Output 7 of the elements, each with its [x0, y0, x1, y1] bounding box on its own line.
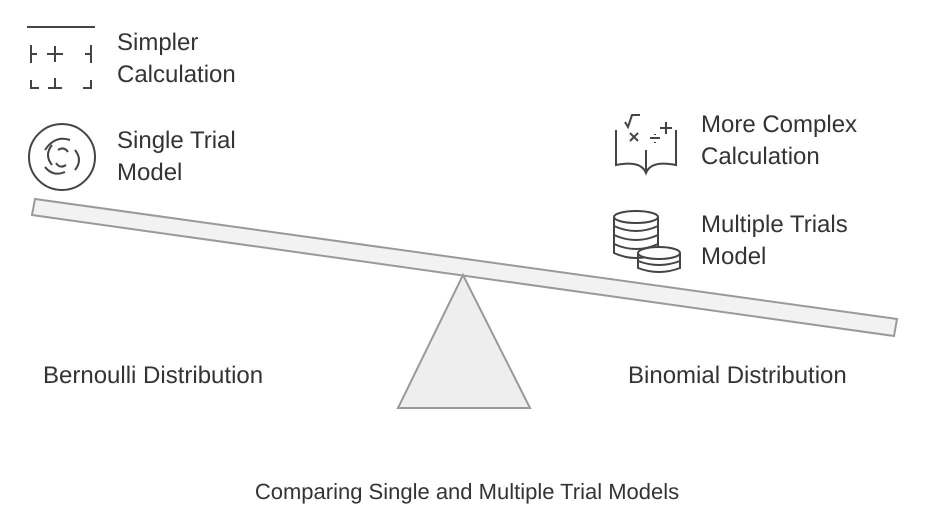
icon-label: Multiple Trials Model [701, 210, 849, 272]
caption: Comparing Single and Multiple Trial Models [254, 478, 680, 506]
icon-label: Simpler Calculation [117, 28, 237, 90]
icon-label: More Complex Calculation [701, 110, 858, 172]
side-label: Binomial Distribution [628, 361, 847, 391]
icon-label: Single Trial Model [117, 126, 237, 188]
side-label: Bernoulli Distribution [43, 361, 264, 391]
